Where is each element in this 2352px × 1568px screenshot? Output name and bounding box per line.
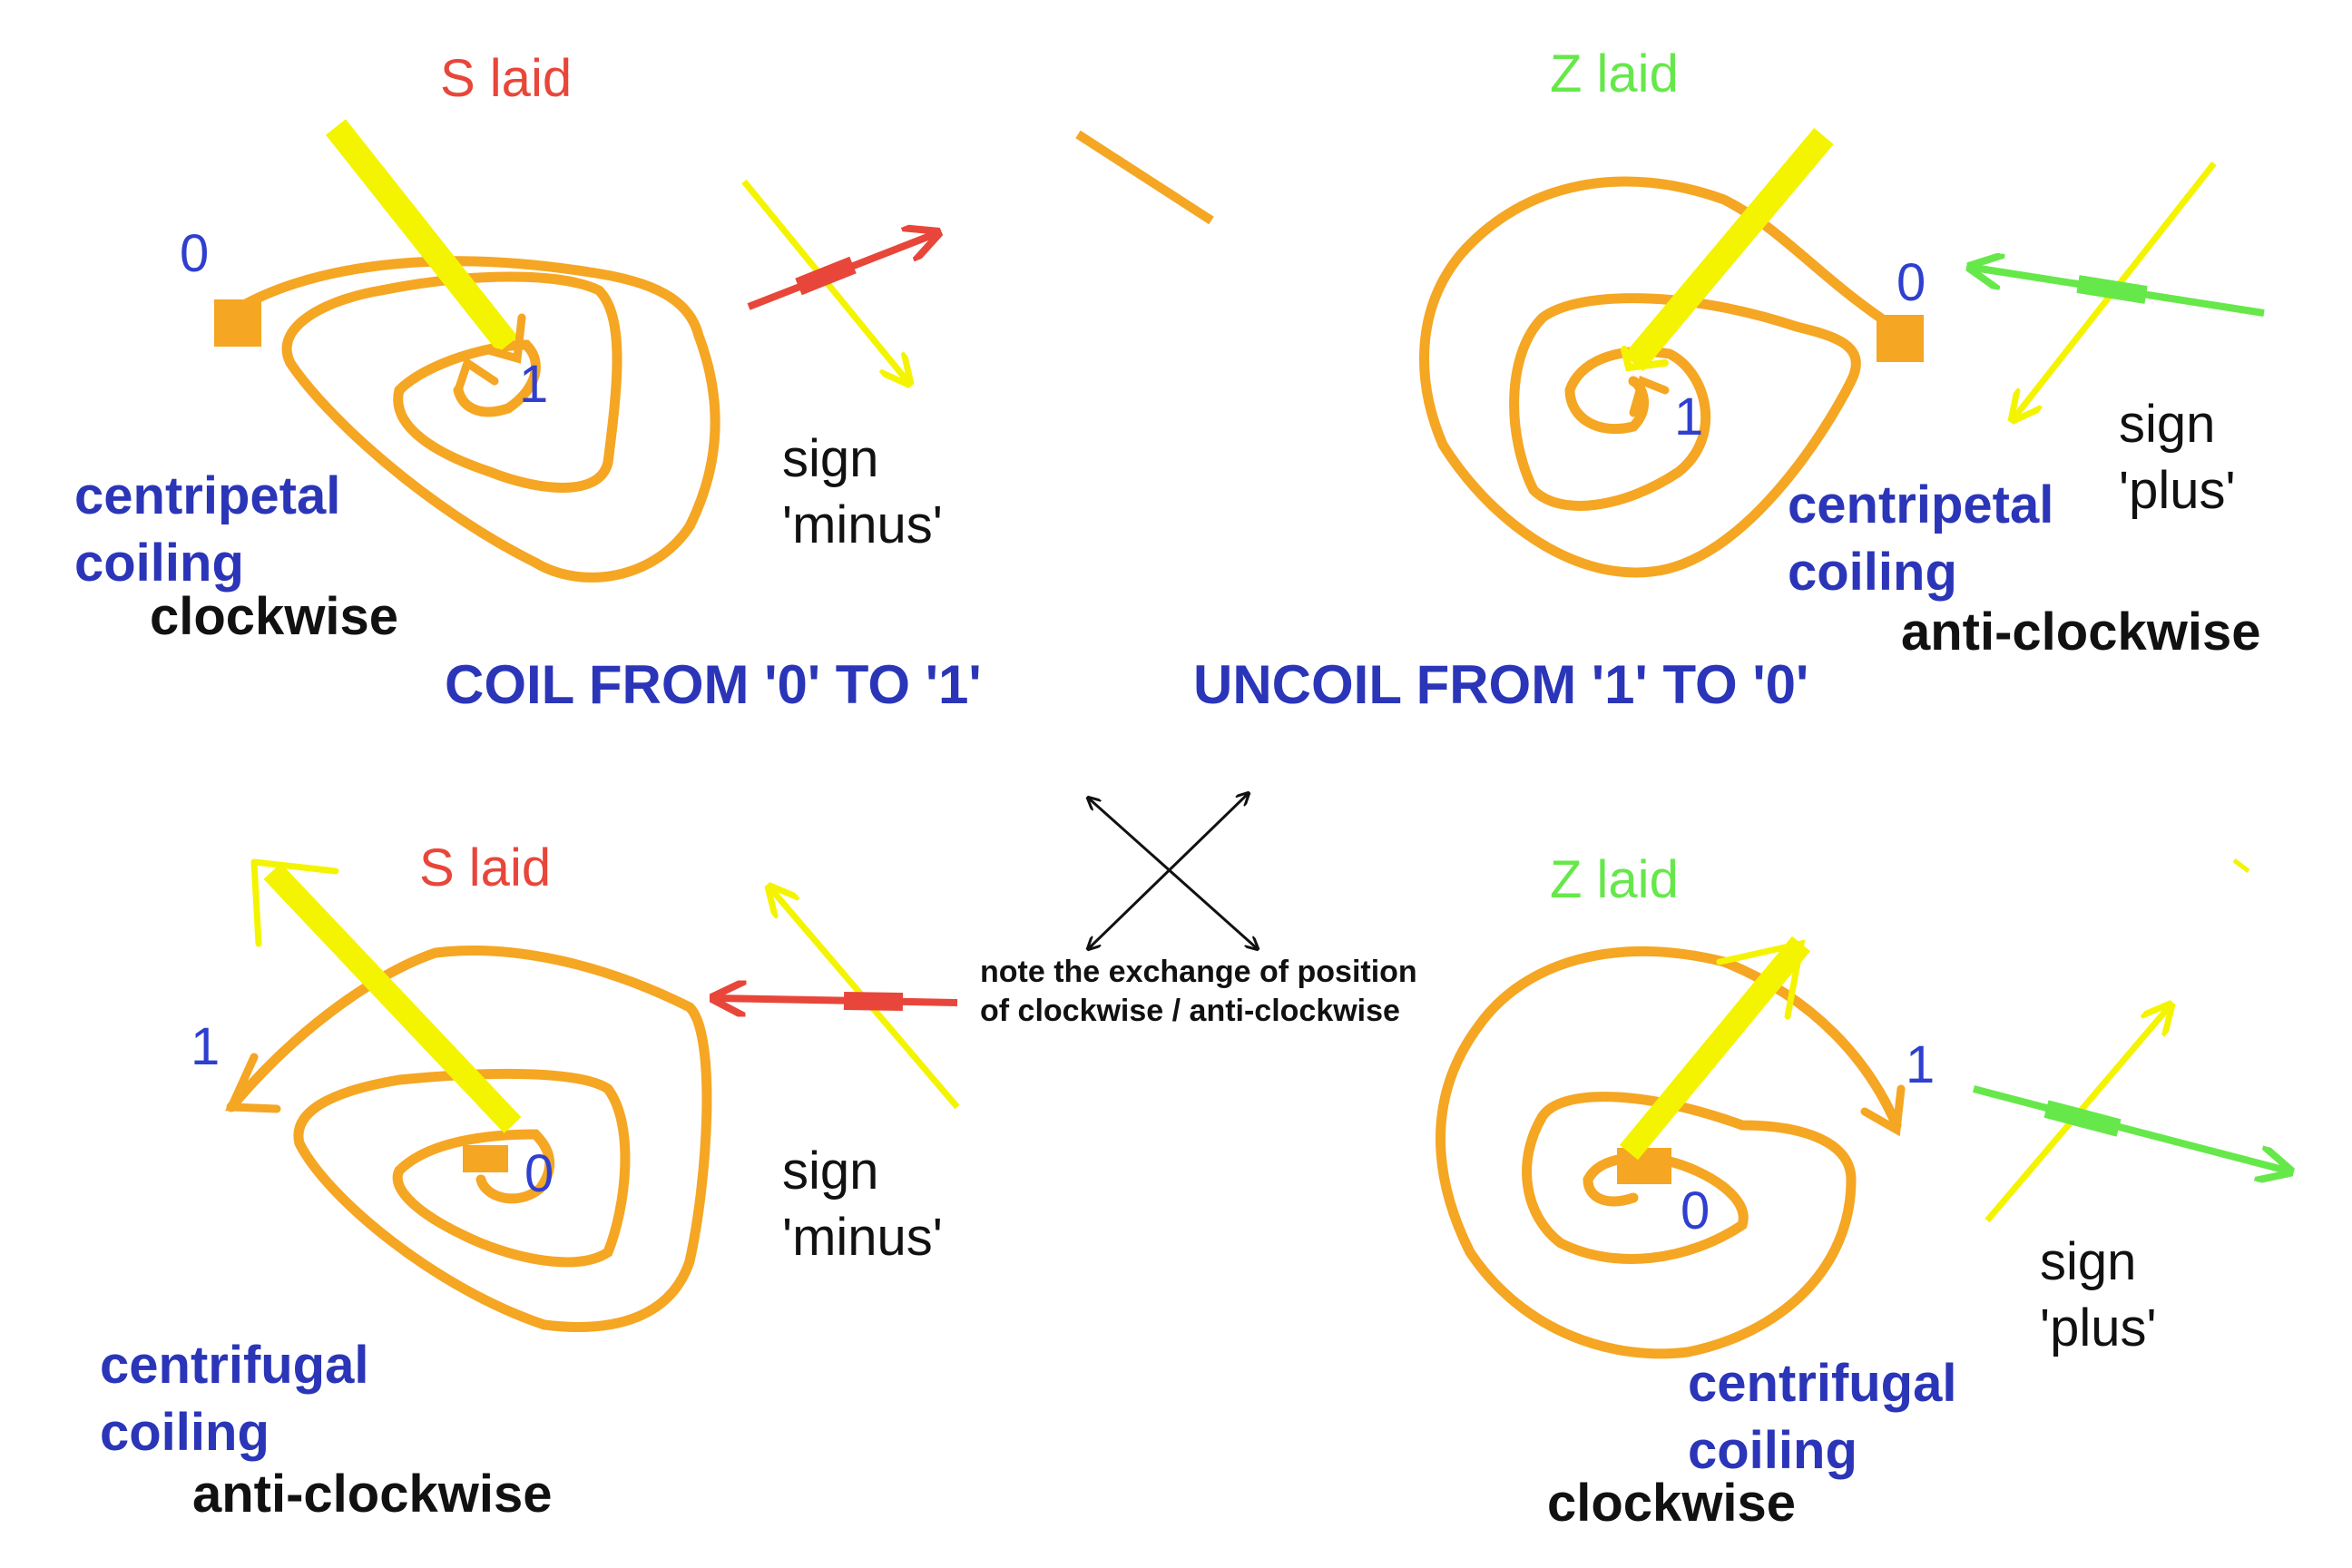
coiling-word: coiling: [100, 1403, 270, 1463]
sign-label: sign 'minus': [782, 1139, 943, 1270]
exchange-note: note the exchange of position of clockwi…: [980, 953, 1417, 1030]
note-line-2: of clockwise / anti-clockwise: [980, 993, 1400, 1028]
green-sign-segment: [2043, 1100, 2122, 1137]
coiling-label: centripetal coiling: [74, 463, 340, 597]
end-label: 1: [1674, 387, 1704, 446]
direction-label: clockwise: [150, 587, 399, 646]
sign-label: sign 'plus': [2119, 392, 2236, 524]
panel-top-right-graphics: [1419, 127, 2265, 578]
coiling-type: centripetal: [74, 466, 341, 525]
heading-uncoil: UNCOIL FROM '1' TO '0': [1193, 654, 1809, 715]
note-line-1: note the exchange of position: [980, 955, 1417, 989]
cross-arrow-2: [1089, 794, 1248, 948]
panel-bottom-left-graphics: [225, 858, 960, 1332]
sign-value: 'plus': [2119, 460, 2236, 520]
laid-direction-bar: [1623, 127, 1834, 372]
sign-word: sign: [2119, 395, 2216, 454]
laid-direction-bar: [263, 863, 522, 1133]
sign-label: sign 'minus': [782, 426, 943, 558]
exchange-cross: [1089, 794, 1257, 948]
end-arrowhead: [454, 356, 499, 395]
small-tick: [2232, 858, 2250, 873]
laid-direction-bar: [1619, 936, 1811, 1161]
sign-value: 'minus': [782, 1207, 943, 1267]
title-z-laid: Z laid: [1550, 850, 1679, 909]
red-sign-segment: [795, 256, 857, 296]
laid-direction-bar: [326, 119, 518, 353]
coiling-type: centrifugal: [100, 1336, 369, 1395]
yellow-arrowhead: [1716, 939, 1806, 1020]
spiral-top-left: [232, 256, 720, 583]
start-square: [1877, 315, 1924, 362]
coiling-word: coiling: [74, 534, 244, 593]
direction-label: anti-clockwise: [1901, 603, 2261, 662]
start-label: 1: [1906, 1035, 1936, 1094]
title-s-laid: S laid: [419, 838, 552, 897]
cross-arrow-1: [1089, 799, 1257, 948]
end-arrowhead: [225, 1053, 281, 1113]
sign-value: 'plus': [2040, 1298, 2157, 1357]
coiling-label: centrifugal coiling: [1688, 1350, 1957, 1485]
start-label: 1: [191, 1017, 220, 1076]
direction-label: clockwise: [1547, 1474, 1797, 1533]
end-arrowhead: [1629, 375, 1670, 417]
sign-label: sign 'plus': [2040, 1230, 2157, 1361]
sign-word: sign: [2040, 1232, 2137, 1291]
end-label: 0: [524, 1144, 554, 1203]
end-label: 0: [1681, 1181, 1710, 1240]
red-sign-arrow: [717, 998, 958, 1003]
start-label: 0: [1896, 253, 1926, 312]
green-sign-segment: [2076, 275, 2148, 304]
sign-word: sign: [782, 1142, 879, 1200]
coiling-label: centrifugal coiling: [100, 1332, 369, 1466]
spiral-top-right: [1419, 176, 1886, 578]
coiling-label: centripetal coiling: [1788, 472, 2053, 606]
title-z-laid: Z laid: [1550, 44, 1679, 103]
orange-stroke: [1075, 130, 1214, 225]
coiling-type: centrifugal: [1688, 1354, 1957, 1413]
end-arrowhead: [1860, 1084, 1906, 1137]
coiling-type: centripetal: [1788, 475, 2054, 534]
direction-label: anti-clockwise: [192, 1465, 553, 1524]
panel-top-left-graphics: [214, 119, 1214, 583]
start-square: [463, 1145, 508, 1172]
green-sign-arrow: [1972, 1085, 2287, 1171]
title-s-laid: S laid: [440, 49, 573, 108]
coiling-word: coiling: [1788, 543, 1957, 603]
panel-bottom-right-graphics: [1436, 858, 2288, 1359]
spiral-bottom-left: [226, 946, 712, 1332]
start-label: 0: [180, 224, 210, 283]
center-arrowhead: [481, 313, 526, 364]
sign-word: sign: [782, 429, 879, 488]
center-arrowhead: [1621, 346, 1669, 372]
spiral-bottom-right: [1436, 946, 1902, 1359]
yellow-arrowhead: [250, 858, 339, 947]
start-square: [1617, 1148, 1671, 1184]
end-label: 1: [519, 355, 549, 414]
coiling-word: coiling: [1688, 1421, 1857, 1481]
sign-value: 'minus': [782, 495, 943, 554]
heading-coil: COIL FROM '0' TO '1': [445, 654, 982, 715]
red-sign-segment: [843, 992, 904, 1011]
start-square: [214, 299, 261, 347]
